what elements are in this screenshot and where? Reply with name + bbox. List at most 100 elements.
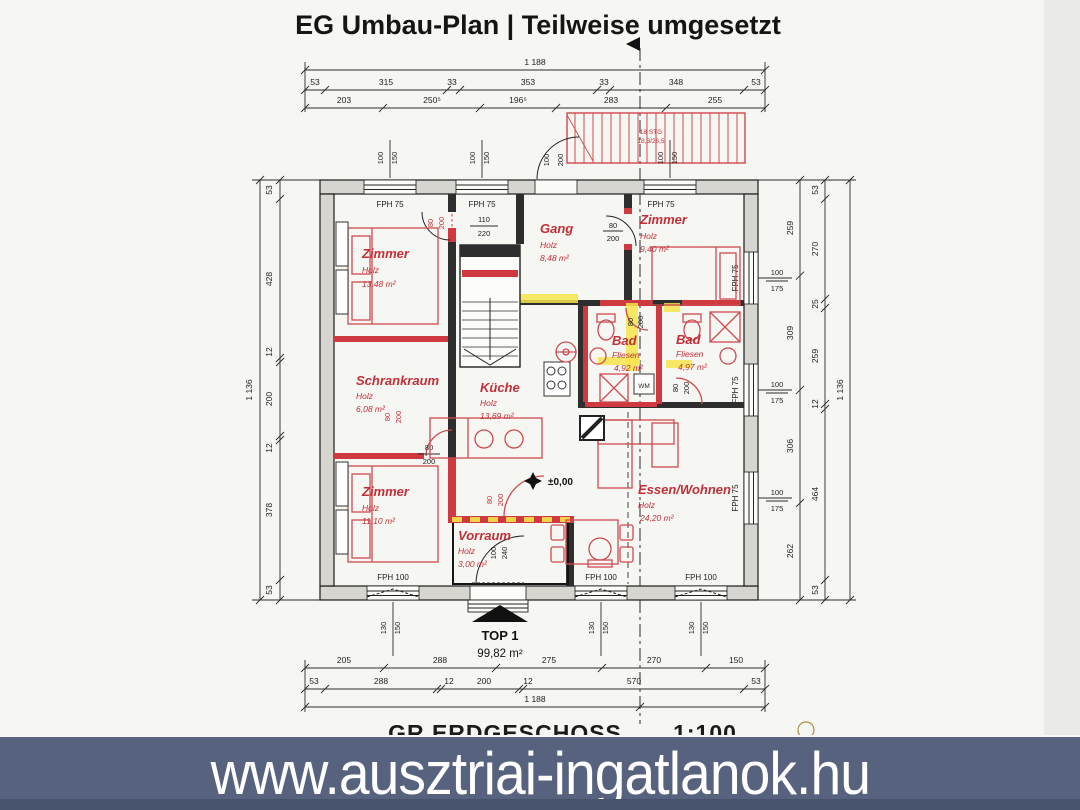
svg-text:FPH 75: FPH 75 (647, 200, 675, 209)
svg-text:80: 80 (425, 443, 433, 452)
external-stair-new: 18 STG 18,3/26,5 (566, 112, 746, 164)
svg-text:150: 150 (390, 152, 399, 165)
svg-text:110: 110 (478, 215, 490, 224)
doors (421, 211, 703, 585)
dimension-chain-bottom: 205 288 275 270 150 53 288 12 200 12 570… (300, 655, 770, 712)
door-labels: 80 200 110 220 80 200 80 200 80 200 80 2… (383, 215, 691, 559)
shower (709, 311, 741, 343)
bath-fixtures: WM (589, 311, 741, 403)
svg-text:275: 275 (542, 655, 556, 665)
svg-text:Fliesen: Fliesen (612, 350, 640, 360)
svg-text:100: 100 (489, 547, 498, 560)
svg-text:240: 240 (500, 547, 509, 560)
svg-text:130: 130 (687, 622, 696, 635)
svg-text:Holz: Holz (638, 500, 656, 510)
svg-text:11,10 m²: 11,10 m² (362, 516, 396, 526)
caption-title: GR ERDGESCHOSS (388, 720, 622, 735)
svg-text:Zimmer: Zimmer (361, 484, 410, 499)
watermark-bar: www.ausztriai-ingatlanok.hu (0, 737, 1080, 810)
stove (543, 361, 571, 397)
dimension-chain-right: 259 309 306 262 53 270 25 259 12 464 53 … (754, 175, 856, 605)
svg-text:1 136: 1 136 (244, 379, 254, 401)
svg-text:FPH 75: FPH 75 (731, 376, 740, 404)
svg-text:378: 378 (264, 503, 274, 517)
svg-text:12: 12 (444, 676, 454, 686)
windows-top (363, 136, 697, 195)
floorplan-drawing: EG Umbau-Plan | Teilweise umgesetzt 1 18… (244, 0, 1080, 746)
svg-text:Zimmer: Zimmer (639, 212, 688, 227)
svg-text:Bad: Bad (612, 333, 638, 348)
svg-text:12: 12 (523, 676, 533, 686)
washing-machine: WM (633, 373, 655, 395)
svg-text:3,00 m²: 3,00 m² (458, 559, 488, 569)
fridge-icon (579, 415, 605, 441)
window-labels-top: 100 150 100 150 100 150 100 200 FPH 75 F… (376, 140, 679, 209)
svg-text:4,92 m²: 4,92 m² (614, 363, 644, 373)
svg-text:53: 53 (751, 77, 761, 87)
dimension-chain-left: 1 136 53 428 12 200 12 378 53 (244, 175, 324, 605)
svg-text:200: 200 (477, 676, 491, 686)
windows-bottom (366, 585, 728, 601)
svg-text:570: 570 (627, 676, 641, 686)
svg-text:33: 33 (447, 77, 457, 87)
svg-text:348: 348 (669, 77, 683, 87)
svg-text:80: 80 (426, 219, 435, 227)
svg-text:53: 53 (310, 77, 320, 87)
svg-text:288: 288 (433, 655, 447, 665)
svg-text:Holz: Holz (458, 546, 476, 556)
entry-unit: TOP 1 99,82 m² (467, 599, 529, 660)
furniture (335, 221, 741, 568)
svg-text:9,40 m²: 9,40 m² (640, 244, 670, 254)
toilet (682, 313, 702, 341)
svg-text:FPH 100: FPH 100 (377, 573, 409, 582)
room-essen: Essen/Wohnen Holz 24,20 m² (638, 482, 731, 523)
sink (719, 347, 737, 365)
stamp-icon (797, 721, 815, 739)
svg-text:220: 220 (478, 229, 491, 238)
svg-text:130: 130 (379, 622, 388, 635)
svg-text:12: 12 (810, 399, 820, 409)
svg-text:Essen/Wohnen: Essen/Wohnen (638, 482, 731, 497)
room-zimmer2: Zimmer Holz 9,40 m² (639, 212, 688, 254)
sink (589, 347, 607, 365)
watermark-bottom-strip (0, 799, 1080, 810)
svg-text:80: 80 (485, 496, 494, 504)
svg-text:Zimmer: Zimmer (361, 246, 410, 261)
room-bad1: Bad Fliesen 4,92 m² (612, 333, 644, 373)
svg-text:100: 100 (771, 488, 784, 497)
room-gang: Gang Holz 8,48 m² (540, 221, 573, 263)
svg-text:353: 353 (521, 77, 535, 87)
svg-text:100: 100 (376, 152, 385, 165)
svg-text:255: 255 (708, 95, 722, 105)
svg-text:WM: WM (638, 383, 650, 390)
svg-text:150: 150 (482, 152, 491, 165)
svg-text:6,08 m²: 6,08 m² (356, 404, 386, 414)
window-labels-bottom: 130 150 130 150 130 150 FPH 100 FPH 100 … (377, 573, 717, 656)
svg-text:200: 200 (636, 316, 645, 329)
svg-text:175: 175 (771, 396, 784, 405)
svg-text:13,48 m²: 13,48 m² (362, 279, 397, 289)
svg-text:150: 150 (393, 622, 402, 635)
scan-edge (1044, 0, 1080, 735)
stair-note-line1: 18 STG (640, 129, 662, 136)
svg-text:53: 53 (810, 185, 820, 195)
svg-text:200: 200 (437, 217, 446, 230)
svg-text:150: 150 (701, 622, 710, 635)
boiler-icon (555, 341, 577, 363)
unit-area: 99,82 m² (477, 648, 523, 660)
svg-text:196⁵: 196⁵ (509, 95, 527, 105)
svg-text:Vorraum: Vorraum (458, 528, 511, 543)
exterior-walls (319, 179, 759, 601)
svg-text:Holz: Holz (540, 240, 558, 250)
svg-text:100: 100 (468, 152, 477, 165)
svg-text:200: 200 (556, 154, 565, 167)
svg-text:288: 288 (374, 676, 388, 686)
room-bad2: Bad Fliesen 4,97 m² (676, 332, 708, 372)
svg-text:200: 200 (682, 382, 691, 395)
svg-text:464: 464 (810, 487, 820, 501)
svg-text:315: 315 (379, 77, 393, 87)
svg-text:53: 53 (751, 676, 761, 686)
svg-text:150: 150 (601, 622, 610, 635)
svg-text:175: 175 (771, 284, 784, 293)
